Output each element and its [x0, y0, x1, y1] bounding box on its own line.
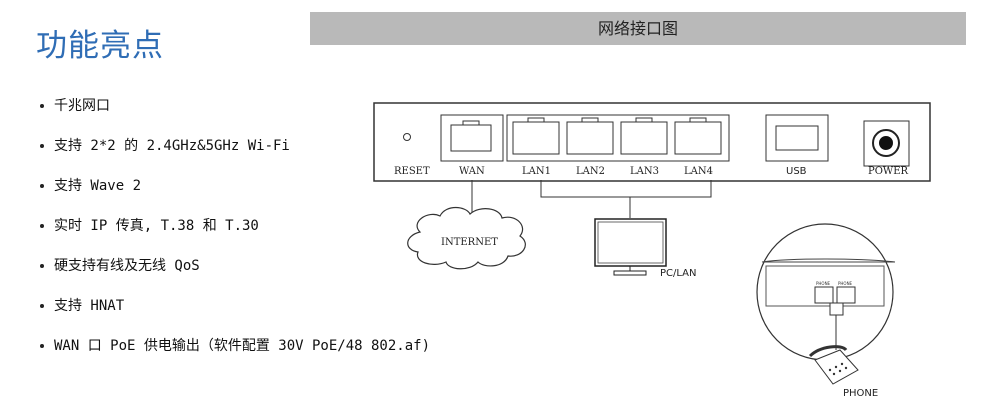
phone-port-label: PHONE — [816, 281, 831, 286]
feature-list: 千兆网口 支持 2*2 的 2.4GHz&5GHz Wi-Fi 支持 Wave … — [40, 93, 430, 373]
lan4-port — [674, 117, 722, 155]
lan2-port — [566, 117, 614, 155]
feature-item: 千兆网口 — [40, 93, 430, 133]
feature-item: 实时 IP 传真, T.38 和 T.30 — [40, 213, 430, 253]
power-jack — [863, 120, 910, 167]
lan-connection-line — [540, 180, 712, 218]
feature-item: WAN 口 PoE 供电输出（软件配置 30V PoE/48 802.af) — [40, 333, 430, 373]
lan2-label: LAN2 — [576, 166, 605, 177]
wan-port — [440, 114, 504, 162]
phone-port-detail: PHONE PHONE — [756, 223, 896, 361]
wan-label: WAN — [459, 166, 485, 177]
pc-label: PC/LAN — [660, 268, 697, 279]
internet-cloud-icon — [407, 206, 526, 270]
reset-label: RESET — [394, 166, 430, 177]
diagram-header: 网络接口图 — [310, 12, 966, 45]
usb-port — [765, 114, 829, 162]
power-label: POWER — [868, 166, 909, 177]
usb-label: USB — [786, 166, 807, 177]
feature-item: 硬支持有线及无线 QoS — [40, 253, 430, 293]
lan1-port — [512, 117, 560, 155]
reset-hole — [403, 133, 411, 141]
page-title: 功能亮点 — [36, 28, 164, 64]
router-back-panel — [373, 102, 931, 182]
feature-item: 支持 Wave 2 — [40, 173, 430, 213]
phone-port-label: PHONE — [838, 281, 853, 286]
telephone-icon — [808, 345, 859, 385]
lan3-label: LAN3 — [630, 166, 659, 177]
pc-monitor-icon — [594, 218, 667, 276]
lan4-label: LAN4 — [684, 166, 713, 177]
lan-port-group — [506, 114, 730, 162]
lan3-port — [620, 117, 668, 155]
feature-item: 支持 2*2 的 2.4GHz&5GHz Wi-Fi — [40, 133, 430, 173]
feature-item: 支持 HNAT — [40, 293, 430, 333]
lan1-label: LAN1 — [522, 166, 551, 177]
phone-label: PHONE — [843, 388, 878, 399]
internet-label: INTERNET — [441, 237, 498, 248]
